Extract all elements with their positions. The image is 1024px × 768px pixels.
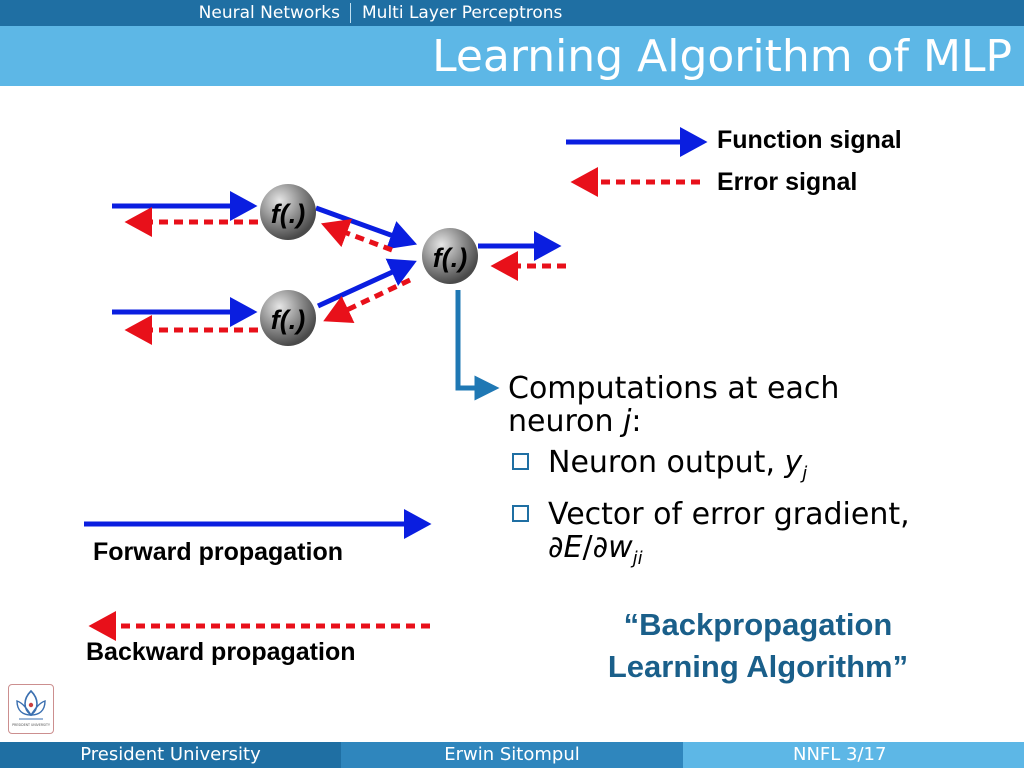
footer-institution: President University: [0, 742, 341, 768]
computations-block: Computations at each neuron j: Neuron ou…: [508, 372, 1008, 575]
university-logo: PRESIDENT UNIVERSITY: [8, 684, 54, 734]
output-to-hidden-bottom-error: [323, 277, 412, 323]
neuron-hidden-top-label: f(.): [271, 199, 305, 229]
lotus-logo-icon: PRESIDENT UNIVERSITY: [12, 689, 50, 727]
function-signal-label: Function signal: [717, 126, 902, 154]
forward-propagation-label: Forward propagation: [93, 538, 343, 566]
neuron-hidden-bottom: f(.): [260, 290, 316, 346]
hidden-top-to-output-signal: [315, 205, 418, 250]
bullet-box-icon: [512, 453, 529, 470]
subsection-label[interactable]: Multi Layer Perceptrons: [362, 3, 563, 23]
error-gradient-formula: ∂E/∂wji: [548, 530, 643, 569]
output-to-hidden-top-error: [320, 218, 393, 253]
title-bar: [0, 26, 1024, 86]
mlp-diagram: f(.) f(.) f(.): [84, 127, 708, 641]
bullet-error-gradient: Vector of error gradient, ∂E/∂wji: [508, 498, 1008, 575]
svg-text:PRESIDENT UNIVERSITY: PRESIDENT UNIVERSITY: [12, 723, 50, 727]
header-divider: [350, 3, 351, 23]
footer-bar: President University Erwin Sitompul NNFL…: [0, 742, 1024, 768]
neuron-hidden-bottom-label: f(.): [271, 305, 305, 335]
footer-author: Erwin Sitompul: [341, 742, 683, 768]
error-signal-label: Error signal: [717, 168, 858, 196]
backpropagation-quote: “Backpropagation Learning Algorithm”: [607, 607, 909, 684]
backward-propagation-label: Backward propagation: [86, 638, 356, 666]
slide-title: Learning Algorithm of MLP: [432, 31, 1012, 82]
top-navigation-bar: Neural Networks Multi Layer Perceptrons: [0, 0, 1024, 26]
bullet-box-icon: [512, 505, 529, 522]
section-label[interactable]: Neural Networks: [198, 3, 340, 23]
neuron-hidden-top: f(.): [260, 184, 316, 240]
neuron-output: f(.): [422, 228, 478, 284]
footer-page: NNFL 3/17: [683, 742, 1024, 768]
neuron-output-label: f(.): [433, 243, 467, 273]
computations-intro: Computations at each neuron j:: [508, 371, 840, 439]
bullet-neuron-output: Neuron output, yj: [508, 446, 1008, 490]
neuron-detail-connector: [455, 290, 500, 401]
